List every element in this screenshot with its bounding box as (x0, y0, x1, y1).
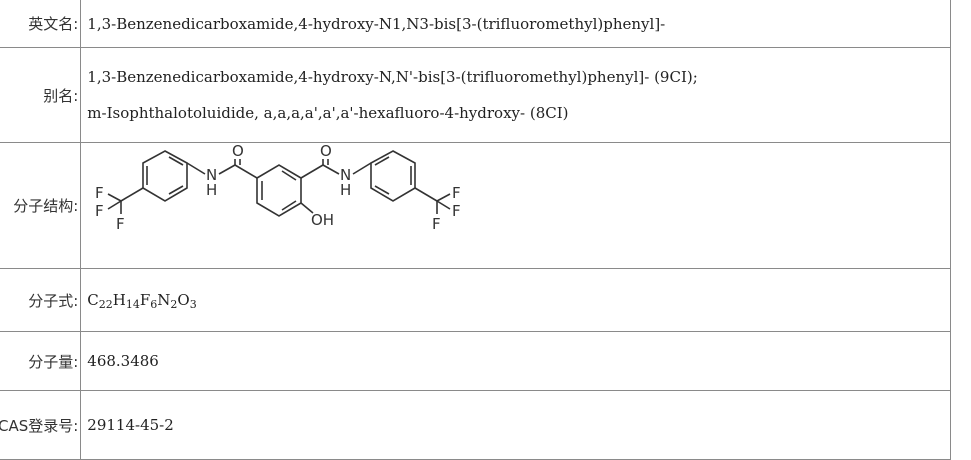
cas-value: 29114-45-2 (80, 390, 951, 460)
english-name-value: 1,3-Benzenedicarboxamide,4-hydroxy-N1,N3… (80, 0, 951, 48)
formula-n: N (157, 291, 171, 309)
mass-value: 468.3486 (80, 331, 951, 391)
formula-f-count: 6 (150, 298, 158, 311)
english-name-row: 英文名: 1,3-Benzenedicarboxamide,4-hydroxy-… (0, 0, 951, 48)
cas-label: CAS登录号: (0, 390, 82, 460)
formula-n-count: 2 (170, 298, 178, 311)
structure-label: 分子结构: (0, 142, 82, 269)
molecular-structure-diagram: F F F N H O O N H OH F F F (95, 143, 461, 234)
mass-row: 分子量: 468.3486 (0, 331, 951, 391)
formula-value: C22H14F6N2O3 (80, 268, 951, 332)
formula-c-count: 22 (98, 298, 113, 311)
atom-f-2: F (95, 202, 104, 220)
atom-n-right: N (340, 166, 351, 184)
structure-cell: F F F N H O O N H OH F F F (80, 142, 951, 269)
english-name-label: 英文名: (0, 0, 82, 48)
atom-f-4: F (452, 184, 461, 202)
alias-value: 1,3-Benzenedicarboxamide,4-hydroxy-N,N'-… (80, 47, 951, 143)
formula-label: 分子式: (0, 268, 82, 332)
atom-h-left: H (206, 181, 217, 199)
atom-f-3: F (116, 215, 125, 233)
structure-row: 分子结构: (0, 142, 951, 269)
compound-info-table: 英文名: 1,3-Benzenedicarboxamide,4-hydroxy-… (0, 0, 951, 460)
formula-h-count: 14 (125, 298, 140, 311)
formula-h: H (112, 291, 126, 309)
formula-o-count: 3 (189, 298, 197, 311)
atom-n-left: N (206, 166, 217, 184)
alias-label: 别名: (0, 47, 82, 143)
formula-c: C (87, 291, 99, 309)
mass-label: 分子量: (0, 331, 82, 391)
formula-o: O (177, 291, 190, 309)
cas-row: CAS登录号: 29114-45-2 (0, 390, 951, 460)
formula-f: F (139, 291, 151, 309)
alias-line-2: m-Isophthalotoluidide, a,a,a,a',a',a'-he… (87, 104, 569, 122)
formula-row: 分子式: C22H14F6N2O3 (0, 268, 951, 332)
alias-row: 别名: 1,3-Benzenedicarboxamide,4-hydroxy-N… (0, 47, 951, 143)
atom-h-right: H (340, 181, 351, 199)
atom-o-right: O (320, 143, 332, 160)
atom-o-left: O (232, 143, 244, 160)
atom-f-5: F (452, 202, 461, 220)
alias-line-1: 1,3-Benzenedicarboxamide,4-hydroxy-N,N'-… (87, 68, 698, 86)
atom-f-6: F (432, 215, 441, 233)
atom-oh: OH (311, 211, 334, 229)
atom-f-1: F (95, 184, 104, 202)
